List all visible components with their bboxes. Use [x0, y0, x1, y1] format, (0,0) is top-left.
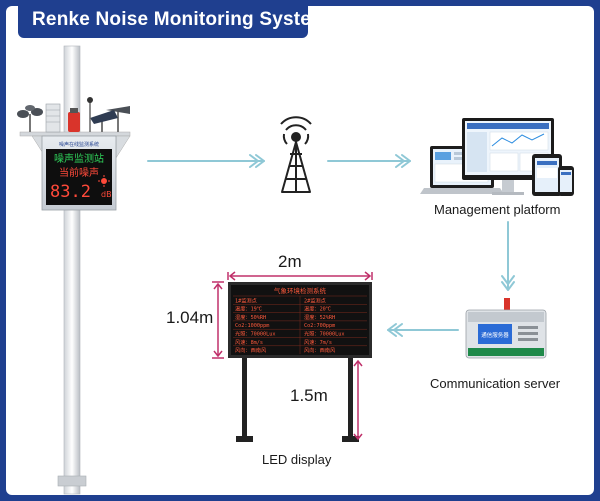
sensor-antenna-icon: [87, 97, 93, 132]
transmission-tower-icon: [280, 116, 312, 193]
led-board-cell: 湿度：50%RH: [235, 313, 266, 321]
led-board-cell: 风向：西南风: [235, 346, 267, 354]
arrow-station-to-tower: [147, 154, 265, 168]
system-diagram: 噪声在线监测系统 噪声监测站 当前噪声 83.2 dB: [17, 45, 574, 495]
solar-panel-icon: [90, 110, 118, 132]
station-panel-brand: 噪声在线监测系统: [59, 141, 99, 148]
led-board-cell: 温度：19℃: [235, 305, 262, 313]
led-board-cell: 光照：70000Lux: [235, 330, 276, 338]
led-board-cell: 风速：7m/s: [304, 339, 332, 346]
label-height: 1.04m: [166, 308, 214, 327]
phone-icon: [558, 166, 574, 196]
dimension-width: [227, 271, 373, 281]
station-display-line2: 当前噪声: [59, 166, 99, 179]
label-width: 2m: [278, 252, 302, 271]
led-board-cell: 湿度：52%RH: [304, 313, 335, 321]
communication-server-icon: 通信服务器: [465, 298, 547, 359]
led-board-cell: 光照：70000Lux: [304, 330, 345, 338]
led-leg-left: [242, 358, 247, 440]
monitoring-station: 噪声在线监测系统 噪声监测站 当前噪声 83.2 dB: [17, 45, 131, 495]
warning-light-icon: [68, 108, 80, 132]
led-board-cell: Co2:1000ppm: [235, 323, 269, 329]
led-leg-right: [348, 358, 353, 440]
led-board-cell: 2#监测点: [304, 296, 326, 304]
sensor-shield-icon: [45, 103, 61, 133]
station-display-line1: 噪声监测站: [54, 152, 104, 165]
arrow-platform-to-server: [501, 221, 515, 291]
page-title: Renke Noise Monitoring System: [32, 9, 329, 30]
diagram-frame: 噪声在线监测系统 噪声监测站 当前噪声 83.2 dB: [6, 6, 594, 495]
station-pole-base: [57, 475, 87, 487]
led-foot-left: [236, 436, 253, 442]
led-board-cell: 1#监测点: [235, 296, 257, 304]
led-board-cell: 温度：20℃: [304, 305, 331, 313]
label-management-platform: Management platform: [434, 202, 561, 217]
led-board-cell: 风向：西南风: [304, 346, 336, 354]
arrow-tower-to-platform: [327, 154, 411, 168]
label-communication-server: Communication server: [430, 376, 561, 391]
station-noise-value: 83.2: [50, 182, 91, 202]
server-screen-text: 通信服务器: [481, 331, 509, 339]
label-led-display: LED display: [262, 452, 332, 467]
title-banner: [18, 4, 308, 38]
station-bracket-right: [115, 135, 131, 159]
label-leg-height: 1.5m: [290, 386, 328, 405]
station-display-screen: [46, 149, 112, 205]
sun-icon: [98, 175, 110, 187]
monitor-icon: [462, 118, 554, 195]
led-board-cell: Co2:700ppm: [304, 323, 335, 329]
management-devices: [420, 118, 574, 196]
dimension-height: [212, 281, 224, 359]
wind-vane-icon: [106, 106, 130, 132]
led-board-cell: 风速：8m/s: [235, 339, 263, 346]
tablet-icon: [532, 154, 562, 196]
station-crossbar: [19, 131, 131, 137]
arrow-server-to-led: [387, 323, 459, 337]
led-foot-right: [342, 436, 359, 442]
flow-arrows: [147, 154, 515, 337]
anemometer-icon: [17, 105, 43, 132]
station-noise-unit: dB: [101, 190, 112, 199]
dimension-leg-height: [353, 359, 363, 441]
led-board-title: 气象环境检测系统: [274, 286, 327, 295]
